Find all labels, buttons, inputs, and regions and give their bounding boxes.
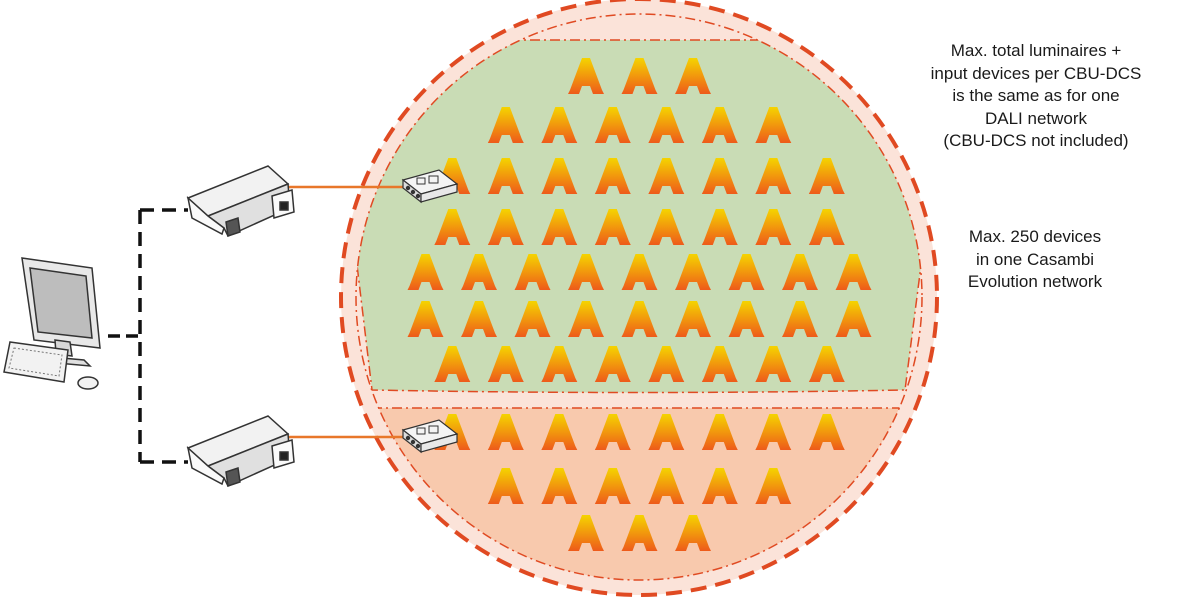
note-line: Evolution network [925,271,1145,294]
note-line: Max. 250 devices [925,226,1145,249]
casambi-limit-note: Max. 250 devices in one Casambi Evolutio… [925,226,1145,294]
note-line: in one Casambi [925,249,1145,272]
note-line: (CBU-DCS not included) [905,130,1167,153]
dali-controller-icon [188,416,294,486]
dali-limit-note: Max. total luminaires + input devices pe… [905,40,1167,153]
note-line: input devices per CBU-DCS [905,63,1167,86]
dali-controller-icon [188,166,294,236]
desktop-computer-icon [4,258,100,389]
note-line: Max. total luminaires + [905,40,1167,63]
note-line: DALI network [905,108,1167,131]
note-line: is the same as for one [905,85,1167,108]
bus-wiring [108,210,188,462]
